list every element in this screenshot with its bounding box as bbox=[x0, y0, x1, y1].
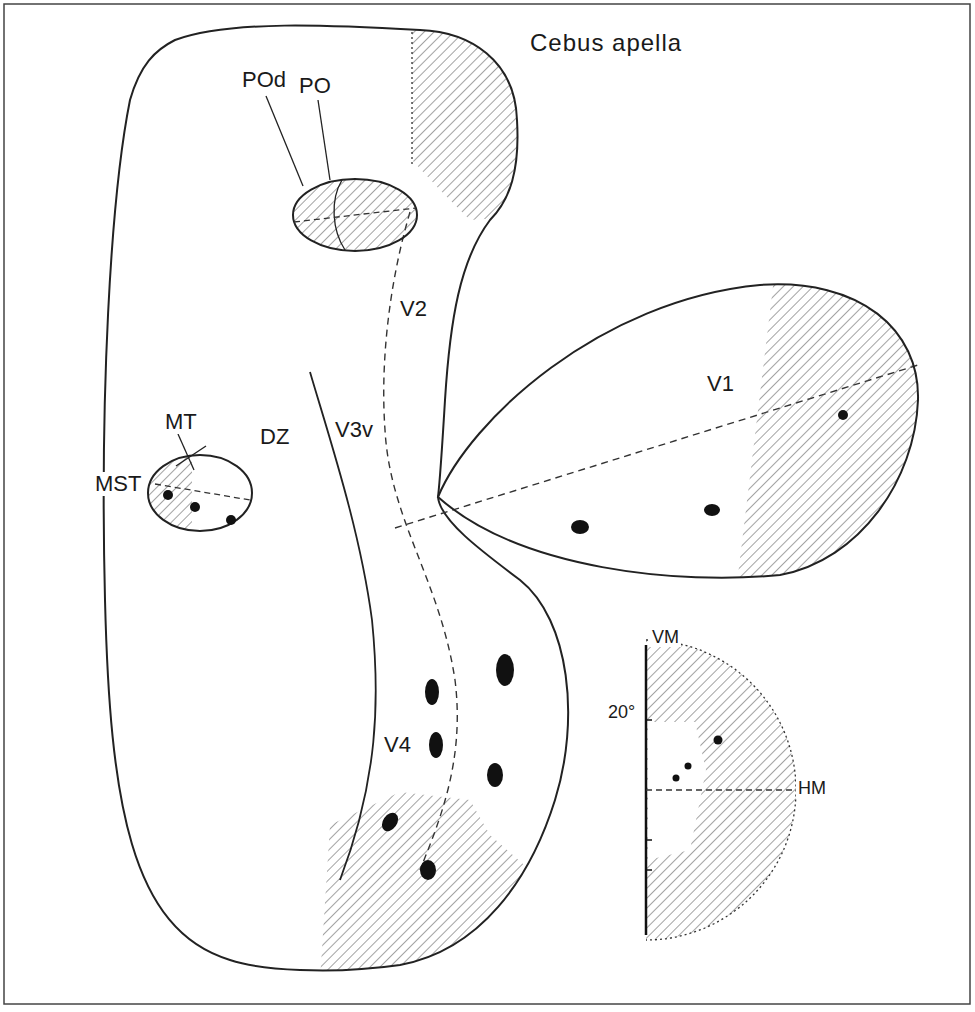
area-label: PO bbox=[297, 74, 333, 98]
visual-hemifield: VM 20° HM bbox=[600, 615, 840, 945]
area-label: V2 bbox=[398, 297, 429, 321]
area-border bbox=[384, 212, 458, 870]
meridian-label: HM bbox=[796, 778, 828, 798]
meridian-label: VM bbox=[650, 627, 681, 647]
area-label: DZ bbox=[258, 425, 291, 449]
area-label: V1 bbox=[705, 372, 736, 396]
area-label: MT bbox=[163, 410, 199, 434]
area-oval: POd PO bbox=[235, 60, 435, 260]
cortex-outline bbox=[104, 26, 568, 971]
eccentricity-label: 20° bbox=[606, 702, 637, 722]
injection-sites bbox=[379, 654, 514, 880]
area-label: MST bbox=[93, 472, 143, 496]
hatched-regions bbox=[320, 20, 540, 980]
frame bbox=[4, 4, 970, 1004]
area-label: POd bbox=[240, 68, 288, 92]
area-oval: MT DZ MST bbox=[90, 405, 290, 535]
v1-area: V1 bbox=[430, 275, 930, 585]
area-label: V3v bbox=[333, 418, 375, 442]
species-name: Cebus apella bbox=[528, 30, 684, 56]
area-label: V4 bbox=[382, 733, 413, 757]
shape-outline bbox=[430, 275, 930, 585]
sulcus-line bbox=[310, 372, 376, 880]
